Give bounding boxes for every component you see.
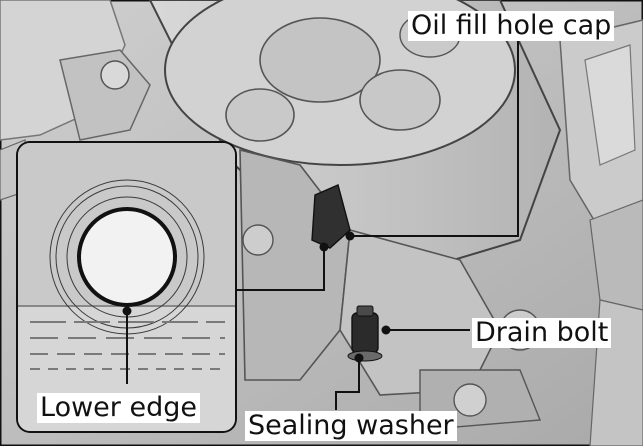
lower-edge-label: Lower edge (37, 393, 200, 423)
sealing-washer-label: Sealing washer (245, 411, 457, 441)
callout-leaders (126, 34, 519, 410)
callout-dots (122, 231, 391, 363)
drain-bolt-label: Drain bolt (472, 318, 612, 348)
dipstick-inset (16, 141, 237, 433)
oil-fill-hole-cap-label: Oil fill hole cap (408, 11, 615, 41)
